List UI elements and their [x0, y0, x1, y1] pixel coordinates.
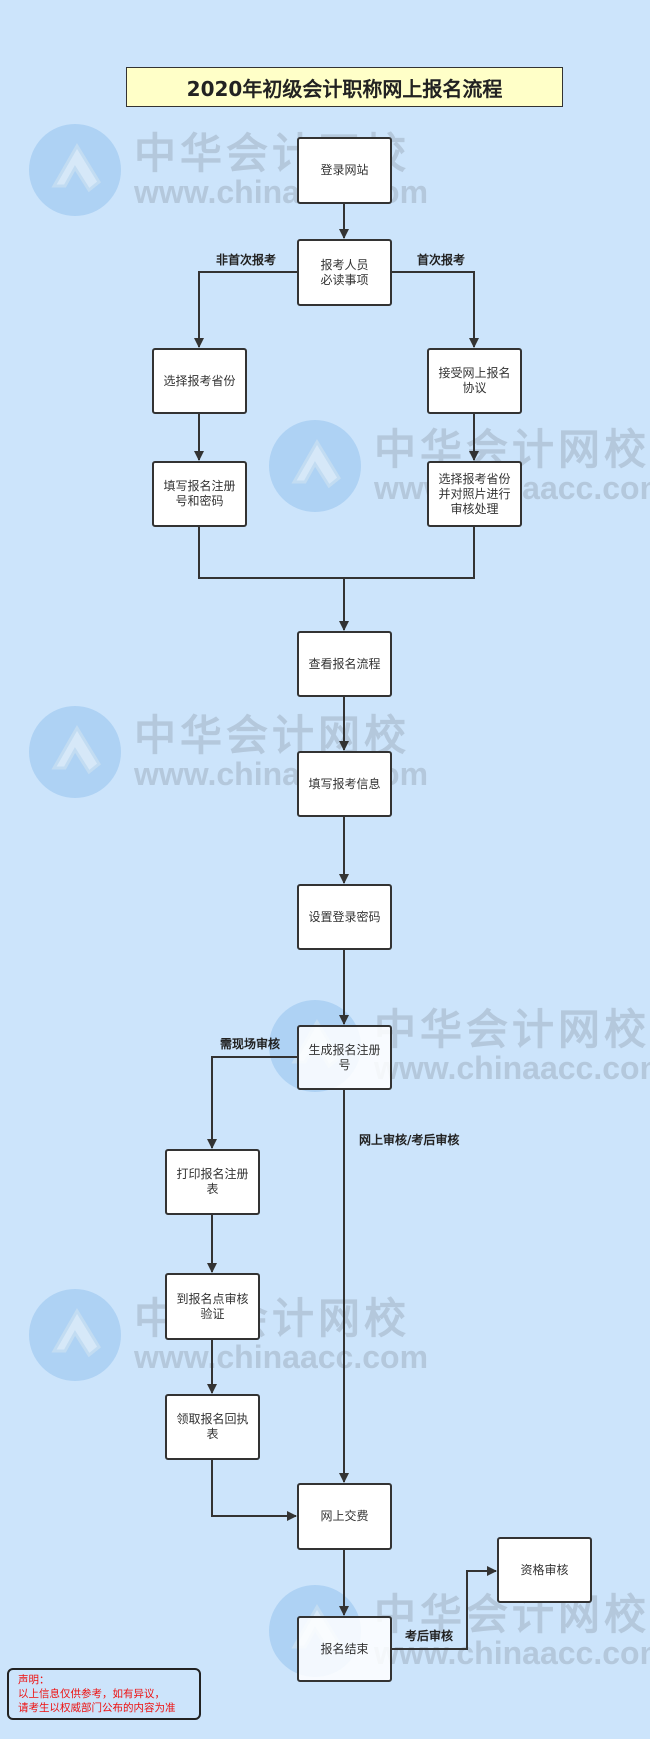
- node-choose-province-left: 选择报考省份: [152, 348, 247, 414]
- arrow: [207, 1056, 297, 1149]
- edge-label-online: 网上审核/考后审核: [359, 1133, 460, 1147]
- node-set-password: 设置登录密码: [297, 884, 392, 950]
- node-login: 登录网站: [297, 137, 392, 204]
- node-print-form: 打印报名注册 表: [165, 1149, 260, 1215]
- node-gen-reg: 生成报名注册 号: [297, 1025, 392, 1090]
- node-fill-info: 填写报考信息: [297, 751, 392, 817]
- edge-label-onsite: 需现场审核: [220, 1037, 281, 1051]
- node-fill-reg: 填写报名注册 号和密码: [152, 461, 247, 527]
- arrow: [194, 271, 297, 348]
- node-get-receipt: 领取报名回执 表: [165, 1394, 260, 1460]
- node-pay-online: 网上交费: [297, 1483, 392, 1550]
- node-onsite-verify: 到报名点审核 验证: [165, 1273, 260, 1340]
- arrow: [391, 1566, 497, 1650]
- node-choose-province-right: 选择报考省份 并对照片进行 审核处理: [427, 461, 522, 527]
- note-line: 以上信息仅供参考，如有异议，: [18, 1688, 165, 1700]
- node-notice: 报考人员 必读事项: [297, 239, 392, 306]
- note-line: 请考生以权威部门公布的内容为准: [18, 1702, 176, 1714]
- page-title: 2020年初级会计职称网上报名流程: [126, 67, 563, 107]
- node-view-process: 查看报名流程: [297, 631, 392, 697]
- node-accept-agreement: 接受网上报名 协议: [427, 348, 522, 414]
- node-qualification: 资格审核: [497, 1537, 592, 1603]
- join-line: [198, 527, 475, 579]
- edge-label-not-first: 非首次报考: [216, 253, 277, 267]
- node-finish: 报名结束: [297, 1616, 392, 1682]
- disclaimer-note: 声明： 以上信息仅供参考，如有异议， 请考生以权威部门公布的内容为准: [7, 1668, 201, 1720]
- edge-label-first: 首次报考: [417, 253, 466, 267]
- edge-label-post-exam: 考后审核: [405, 1629, 454, 1643]
- arrow: [211, 1460, 297, 1521]
- arrow: [391, 271, 479, 348]
- note-heading: 声明：: [18, 1674, 50, 1686]
